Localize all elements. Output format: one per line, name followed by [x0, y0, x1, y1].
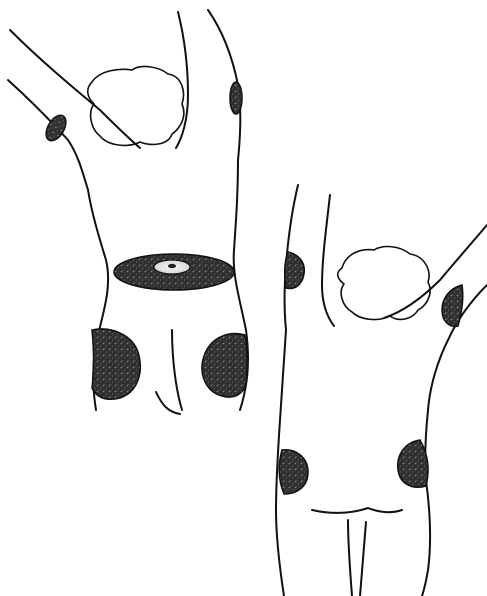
figure-two-right-hip-mark	[398, 440, 428, 487]
figure-rear-view	[8, 10, 248, 414]
figure-two-torso-right	[422, 410, 430, 596]
figure-two-left-arm-inner	[322, 195, 334, 326]
figure-two-left-underarm-mark	[285, 252, 305, 288]
figure-two-right-arm-outer	[384, 225, 487, 318]
figure-one-head	[88, 67, 184, 146]
figure-one-right-buttock-mark	[202, 334, 247, 398]
figure-one-left-buttock-mark	[92, 329, 140, 399]
figure-two-head	[338, 247, 430, 320]
figure-one-waist-center-dot	[168, 264, 176, 268]
figure-one-left-arm-outer	[10, 30, 140, 148]
figure-one-right-underarm-mark	[230, 82, 242, 114]
figure-two-left-hip-mark	[279, 450, 308, 494]
figure-one-buttock-cleft	[172, 330, 182, 410]
figure-rear-side-view	[276, 185, 487, 596]
figure-one-buttock-curve	[156, 392, 180, 414]
figure-two-leg-line	[360, 522, 366, 596]
figure-two-right-underarm-mark	[442, 285, 463, 326]
figure-two-buttock-line	[312, 508, 402, 513]
figure-two-buttock-cleft	[348, 520, 352, 596]
